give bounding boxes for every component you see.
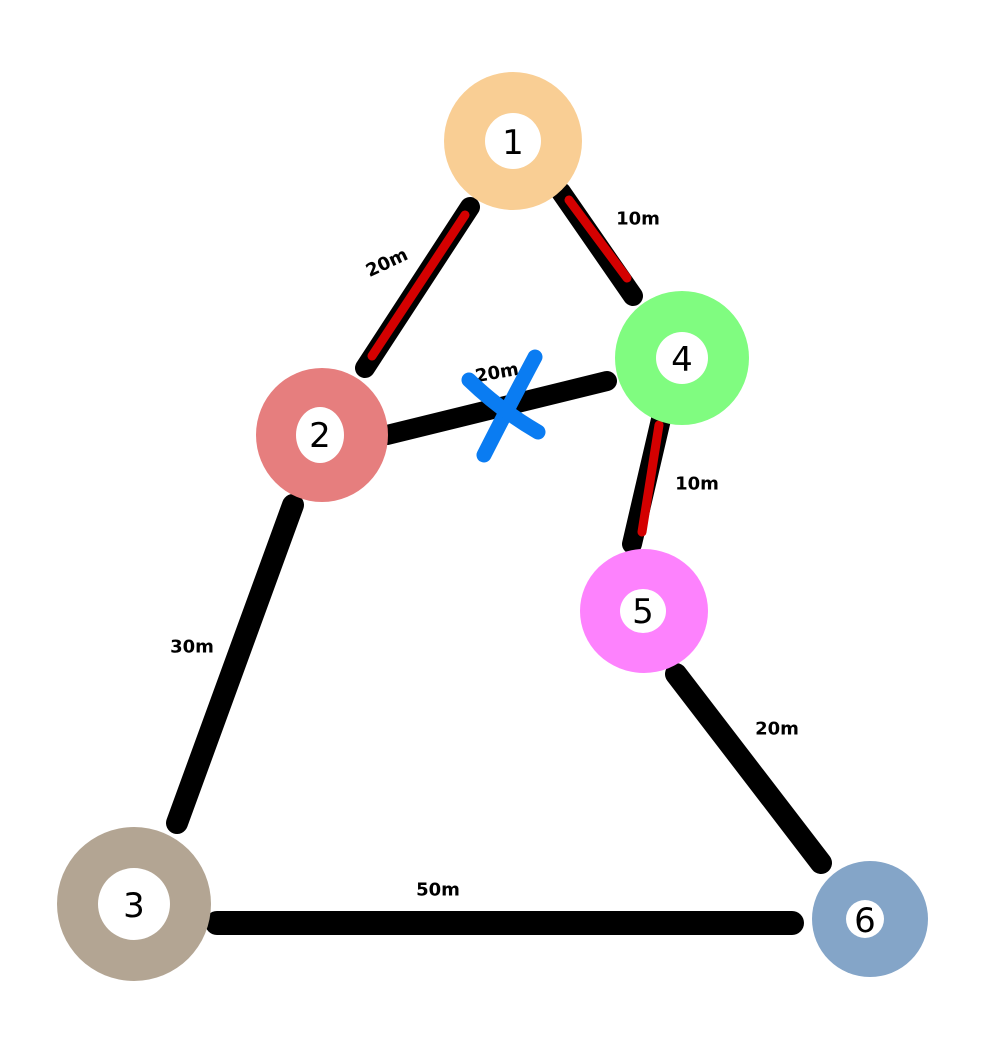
edge-label-2-3: 30m: [170, 637, 214, 658]
node-6-hole: [846, 900, 884, 938]
node-3: 3: [57, 827, 211, 981]
edge-label-5-6: 20m: [755, 719, 799, 740]
edge-3-6: 50m: [205, 880, 804, 935]
edge-4-5: 10m: [622, 405, 719, 554]
edge-line-2-3: [166, 494, 304, 834]
node-2-hole: [296, 407, 344, 463]
edge-highlight-1-2: [367, 210, 470, 361]
edge-1-4: 10m: [551, 182, 660, 306]
edge-label-4-5: 10m: [675, 474, 719, 495]
node-2: 2: [256, 368, 388, 502]
node-3-hole: [98, 868, 170, 940]
edge-highlight-4-5: [637, 420, 664, 537]
edge-2-3: 30m: [166, 494, 304, 834]
node-2-label: 2: [309, 416, 331, 456]
edge-1-2: 20m: [355, 197, 480, 378]
edge-2-4: 20m: [377, 349, 617, 463]
edge-label-1-4: 10m: [616, 209, 660, 230]
cross-mark-stroke-a: [476, 349, 543, 463]
node-6-label: 6: [854, 901, 876, 941]
node-5-hole: [620, 589, 666, 633]
cross-mark: [461, 349, 546, 463]
edge-label-3-6: 50m: [416, 880, 460, 901]
node-1-label: 1: [502, 123, 524, 163]
edge-label-1-2: 20m: [363, 244, 412, 282]
node-1-hole: [485, 113, 541, 169]
node-6: 6: [812, 861, 928, 977]
node-5: 5: [580, 549, 708, 673]
node-4-label: 4: [671, 340, 693, 380]
node-4: 4: [615, 291, 749, 425]
node-3-label: 3: [123, 886, 145, 926]
edge-line-5-6: [665, 663, 832, 874]
node-1: 1: [444, 72, 582, 210]
node-5-label: 5: [632, 592, 654, 632]
node-4-hole: [656, 332, 708, 384]
edge-5-6: 20m: [665, 663, 832, 874]
edge-highlight-1-4: [564, 195, 632, 283]
cross-mark-stroke-b: [461, 372, 546, 440]
